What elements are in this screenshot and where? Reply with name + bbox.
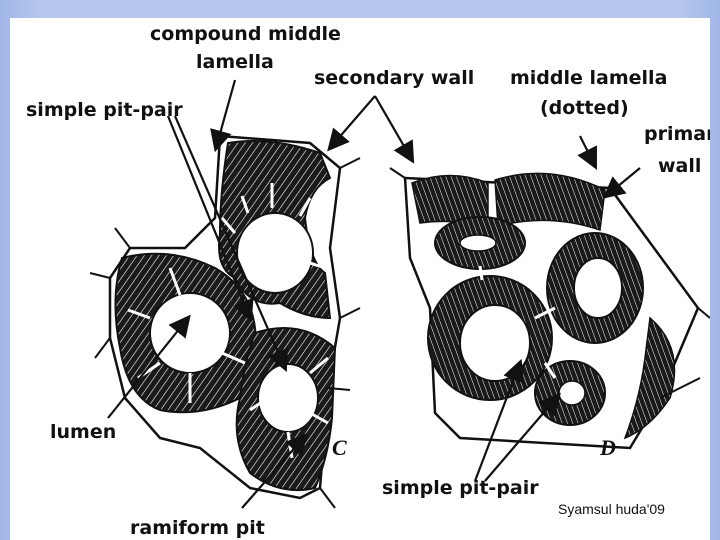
label-simple-pit-pair-bottom: simple pit-pair [382,477,539,499]
label-ramiform-pit: ramiform pit [130,517,265,539]
slide-content: compound middle lamella secondary wall m… [10,18,710,540]
label-compound-middle-lamella-line2: lamella [196,51,274,73]
panel-letter-c: C [332,435,347,460]
cell-wall-diagram: compound middle lamella secondary wall m… [26,23,710,539]
label-secondary-wall: secondary wall [314,67,474,89]
leader-lines [107,79,641,509]
label-middle-lamella-dotted: (dotted) [540,97,629,119]
label-compound-middle-lamella: compound middle [150,23,341,45]
label-simple-pit-pair-left: simple pit-pair [26,99,183,121]
panel-letter-d: D [599,435,616,460]
panel-c-drawing [89,134,361,509]
label-middle-lamella: middle lamella [510,67,667,89]
author-credit: Syamsul huda'09 [558,501,665,517]
label-primary-wall-line2: wall [658,155,701,177]
label-primary-wall: primary [644,123,710,145]
label-lumen: lumen [50,421,116,443]
